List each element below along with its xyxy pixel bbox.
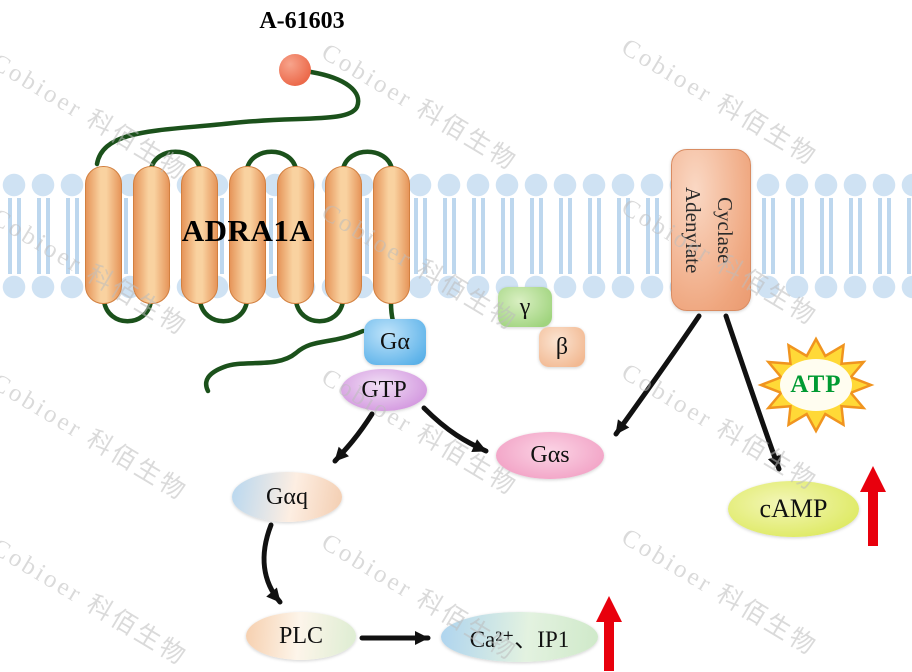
intracellular-loop-2 [197, 298, 250, 324]
adenylate-cyclase: Adenylate Cyclase [671, 149, 751, 311]
watermark-text: Cobioer 科佰生物 [0, 368, 192, 507]
ligand-label: A-61603 [259, 8, 345, 34]
arrow-gaq-to-plc [261, 522, 283, 605]
c-terminus-tail [203, 328, 366, 394]
arrow-gtp-to-gaq [332, 411, 375, 464]
receptor-helix-3 [181, 166, 218, 304]
adenylate-cyclase-label-line2: Cyclase [713, 196, 737, 264]
arrow-gtp-to-gas [421, 405, 489, 454]
receptor-helix-2 [133, 166, 170, 304]
receptor-helix-6 [325, 166, 362, 304]
gamma-subunit: γ [498, 287, 552, 327]
receptor-helix-1 [85, 166, 122, 304]
n-terminus-ligand-loop [94, 69, 361, 167]
camp-node: cAMP [728, 481, 859, 537]
beta-subunit: β [539, 327, 585, 367]
watermark-text: Cobioer 科佰生物 [616, 523, 822, 662]
increase-arrow-ca-ip1 [596, 596, 622, 671]
watermark-text: Cobioer 科佰生物 [0, 533, 192, 672]
intracellular-loop-1 [101, 298, 154, 324]
plc-enzyme: PLC [246, 612, 356, 660]
ligand-molecule [279, 54, 311, 86]
receptor-helix-7 [373, 166, 410, 304]
g-alpha-q-subunit: Gαq [232, 472, 342, 522]
gtp-molecule: GTP [341, 369, 427, 411]
increase-arrow-camp [860, 466, 886, 546]
g-alpha-s-subunit: Gαs [496, 432, 604, 479]
arrow-ac-to-gas [613, 313, 702, 437]
receptor-label: ADRA1A [181, 213, 313, 248]
calcium-ip1-node: Ca²⁺、IP1 [441, 612, 598, 662]
atp-starburst: ATP [757, 333, 875, 437]
atp-label: ATP [790, 371, 842, 398]
watermark-text: Cobioer 科佰生物 [316, 38, 522, 177]
g-alpha-subunit: Gα [364, 319, 426, 365]
adenylate-cyclase-label-line1: Adenylate [681, 186, 705, 274]
intracellular-loop-3 [293, 298, 346, 324]
